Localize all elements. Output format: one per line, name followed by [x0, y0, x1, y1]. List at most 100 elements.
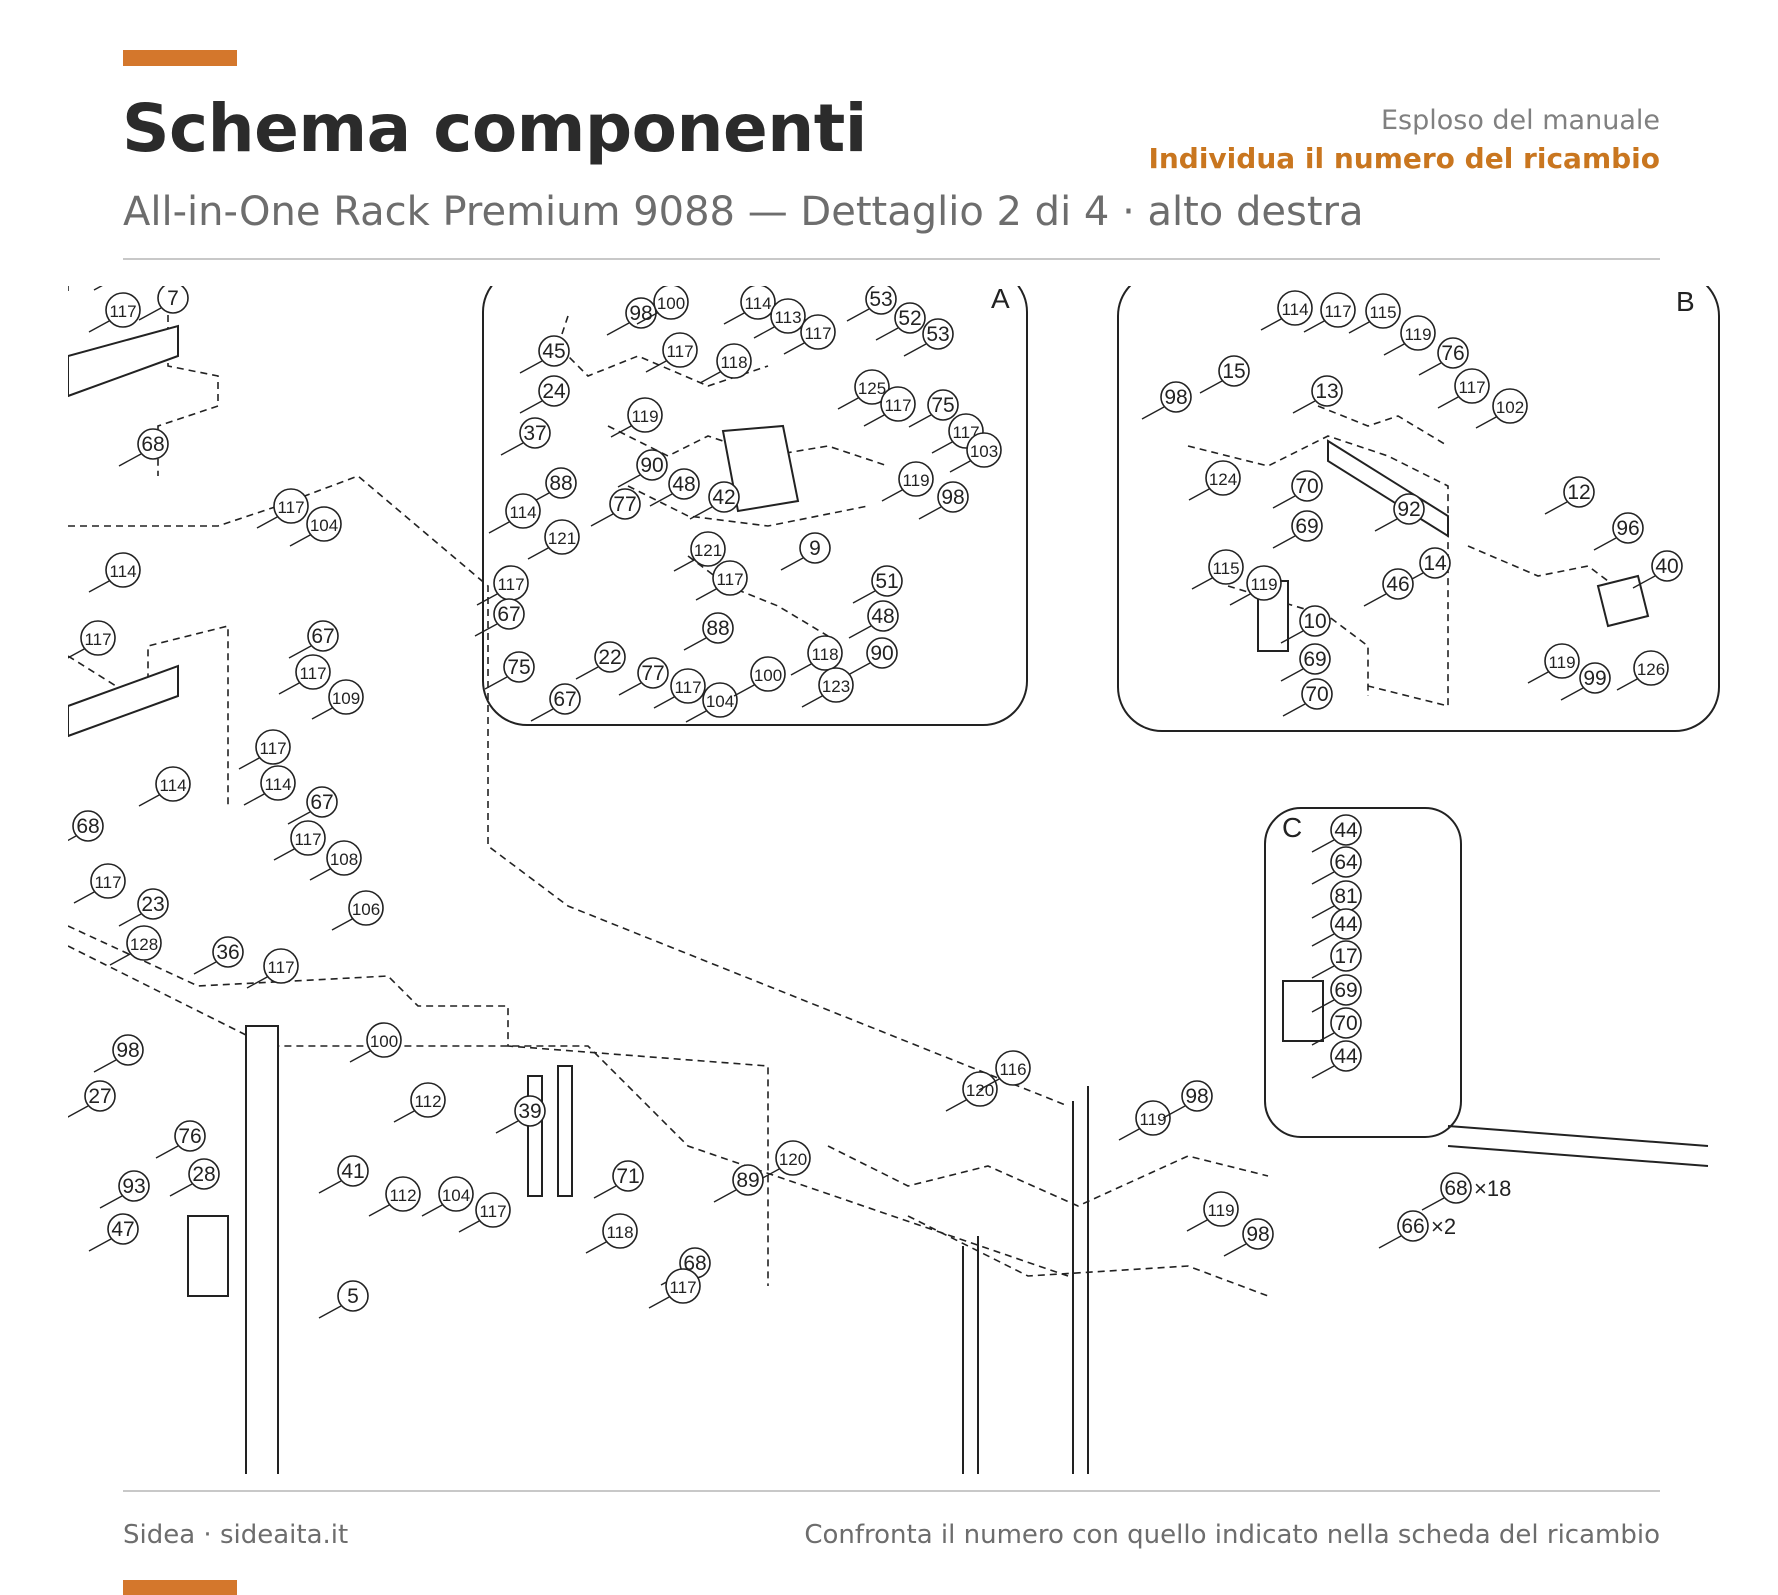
callout-leader-line: [1229, 592, 1253, 606]
page-subtitle: All-in-One Rack Premium 9088 — Dettaglio…: [123, 189, 1364, 235]
part-callout: 76: [155, 1120, 206, 1159]
part-callout: 116: [978, 1050, 1031, 1091]
callout-number: 119: [1548, 653, 1575, 672]
part-callouts: 1121177681171041141176711710911711467681…: [68, 286, 1683, 1319]
callout-circle: [366, 1022, 402, 1058]
callout-circle: [1330, 846, 1362, 878]
part-callout: 70: [1311, 1007, 1362, 1046]
callout-number: 70: [1334, 1012, 1357, 1035]
accent-bar-top: [123, 50, 237, 66]
part-callout: 28: [169, 1158, 220, 1197]
callout-leader-line: [585, 1240, 609, 1254]
callout-circle: [708, 481, 740, 513]
callout-circle: [670, 668, 706, 704]
part-callout: 44: [1311, 814, 1362, 853]
callout-number: 69: [1334, 979, 1357, 1002]
callout-number: 47: [111, 1218, 134, 1241]
part-callout: 117: [1303, 292, 1356, 333]
callout-number: 44: [1334, 913, 1358, 936]
callout-leader-line: [1311, 999, 1335, 1013]
callout-number: 76: [178, 1125, 201, 1148]
callout-circle: [922, 318, 954, 350]
part-callout: 120: [945, 1071, 998, 1112]
part-callout: 114: [243, 765, 296, 806]
callout-leader-line: [238, 756, 262, 770]
callout-number: 117: [1324, 302, 1351, 321]
callout-number: 126: [1637, 660, 1665, 679]
callout-leader-line: [1418, 362, 1442, 376]
callout-circle: [1419, 547, 1451, 579]
callout-leader-line: [484, 676, 508, 690]
part-callout: 121: [673, 531, 726, 572]
divider-top: [123, 258, 1660, 260]
callout-leader-line: [790, 662, 814, 676]
callout-circle: [1579, 662, 1611, 694]
callout-leader-line: [723, 311, 747, 325]
callout-leader-line: [653, 695, 677, 709]
callout-leader-line: [783, 341, 807, 355]
callout-number: 117: [277, 498, 304, 517]
part-callout: 106: [331, 890, 384, 931]
callout-leader-line: [590, 513, 614, 527]
callout-leader-line: [93, 1059, 117, 1073]
callout-circle: [1218, 355, 1250, 387]
part-callout: 118: [699, 343, 752, 384]
callout-leader-line: [530, 708, 554, 722]
part-callout: 53: [903, 318, 954, 357]
find-part-hint: Individua il numero del ricambio: [1148, 142, 1660, 175]
callout-number: 42: [712, 486, 735, 509]
part-callout: 108: [309, 840, 362, 881]
part-callout: 75: [908, 389, 959, 428]
callout-number: 119: [1139, 1110, 1166, 1129]
callout-leader-line: [780, 557, 804, 571]
callout-number: 68: [141, 433, 164, 456]
callout-leader-line: [1437, 395, 1461, 409]
callout-circle: [995, 1050, 1031, 1086]
callout-circle: [118, 1170, 150, 1202]
part-callout: 24: [519, 375, 570, 414]
part-callout: 77: [618, 657, 669, 696]
callout-number: 51: [875, 570, 898, 593]
callout-leader-line: [1223, 1243, 1247, 1257]
callout-leader-line: [169, 1183, 193, 1197]
callout-circle: [80, 620, 116, 656]
callout-leader-line: [1616, 677, 1640, 691]
part-callout: 88: [683, 612, 734, 651]
part-callout: 36: [193, 936, 244, 975]
callout-number: 53: [869, 288, 892, 311]
callout-leader-line: [311, 706, 335, 720]
callout-leader-line: [88, 1238, 112, 1252]
callout-leader-line: [1141, 406, 1165, 420]
callout-circle: [137, 428, 169, 460]
callout-number: 77: [641, 662, 664, 685]
callout-leader-line: [695, 587, 719, 601]
callout-circle: [740, 286, 776, 320]
callout-leader-line: [847, 662, 871, 676]
part-callout: 100: [636, 286, 689, 325]
callout-circle: [866, 637, 898, 669]
callout-leader-line: [593, 1185, 617, 1199]
part-callout: 46: [1363, 568, 1414, 607]
part-callout: 98: [93, 1034, 144, 1073]
part-callout: 117: [645, 332, 698, 373]
part-callout: 41: [318, 1155, 369, 1194]
callout-leader-line: [474, 623, 498, 637]
part-callout: 117: [863, 386, 916, 427]
callout-number: 117: [294, 830, 321, 849]
callout-leader-line: [649, 493, 673, 507]
callout-number: 119: [631, 407, 658, 426]
part-callout: 114: [723, 286, 776, 325]
callout-number: 117: [479, 1202, 506, 1221]
callout-number: 67: [497, 603, 520, 626]
callout-leader-line: [138, 793, 162, 807]
callout-circle: [662, 332, 698, 368]
part-callout: 100: [733, 656, 786, 697]
callout-leader-line: [246, 975, 270, 989]
callout-number: 77: [613, 493, 636, 516]
part-callout: 117: [648, 1268, 701, 1309]
part-callout: 117: [653, 668, 706, 709]
callout-circle: [871, 565, 903, 597]
callout-leader-line: [1544, 501, 1568, 515]
callout-number: 117: [884, 396, 911, 415]
callout-leader-line: [949, 459, 973, 473]
